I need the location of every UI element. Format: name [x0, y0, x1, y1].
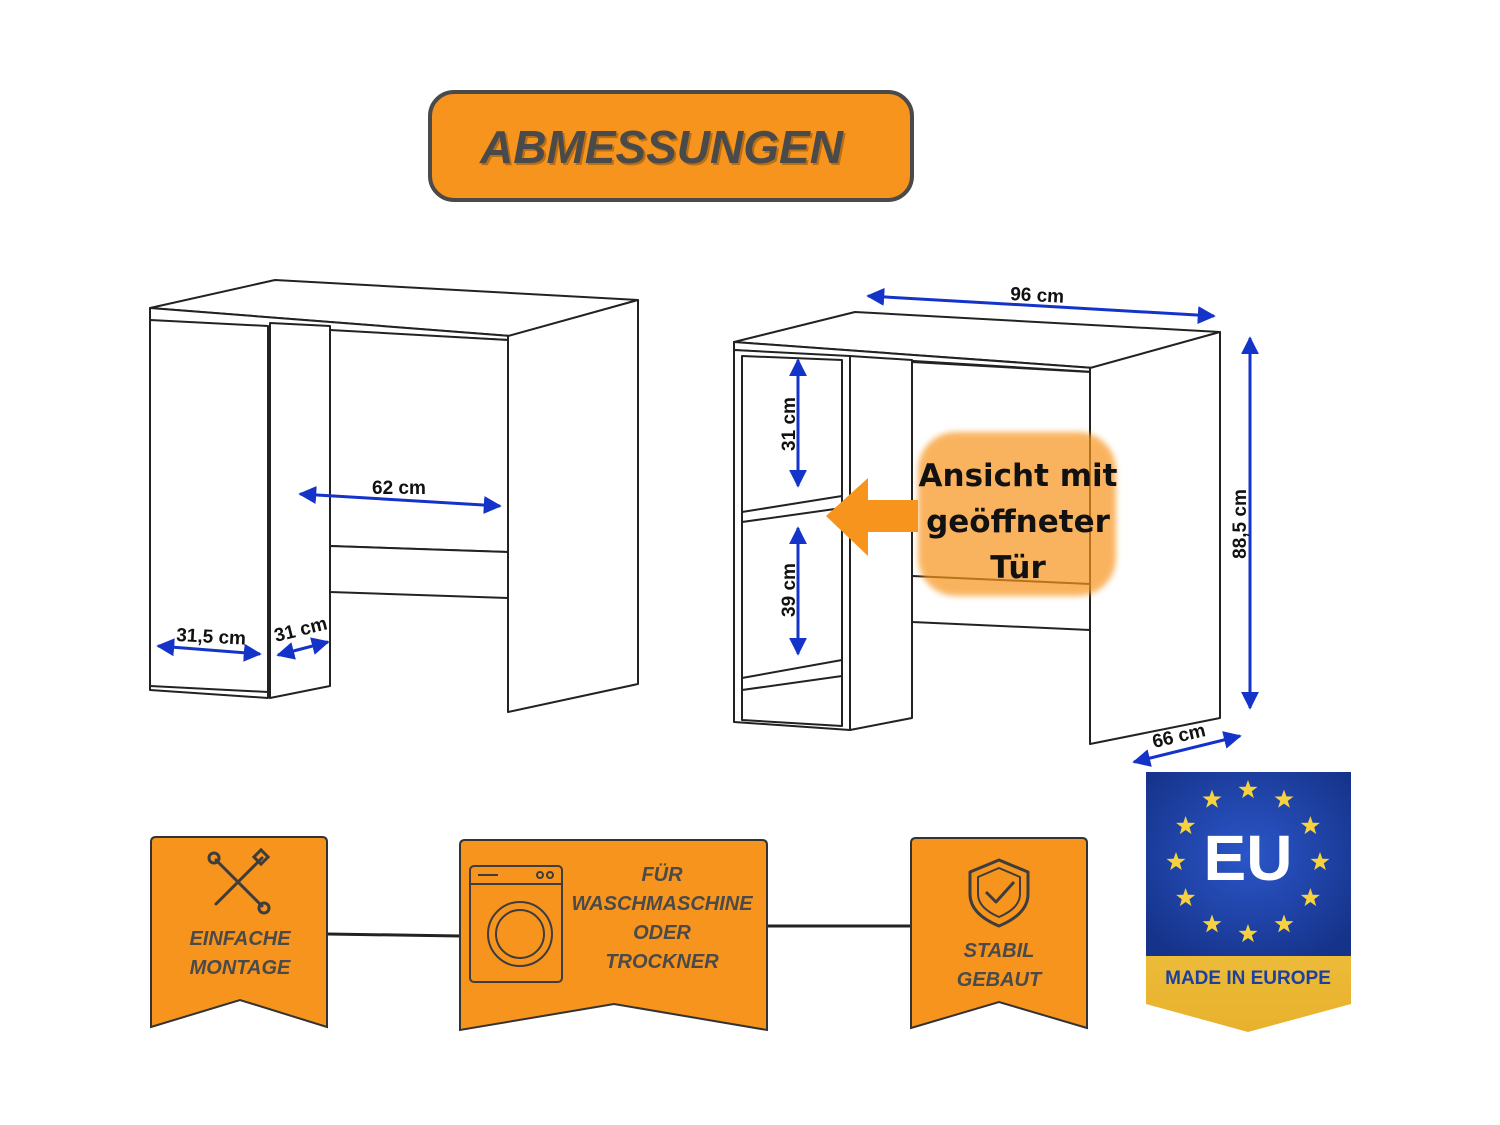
eu-star-icon [1274, 789, 1294, 808]
callout-line-3: Tür [990, 550, 1046, 586]
feature-connectors [327, 924, 910, 938]
open-door-callout: Ansicht mit geöffneter Tür [826, 432, 1118, 596]
dim-label-cabinet-width: 31,5 cm [176, 625, 247, 650]
dim-label-height: 88,5 cm [1230, 489, 1251, 559]
shield-check-icon [968, 858, 1030, 928]
desk-closed-view [149, 279, 639, 713]
page-title: ABMESSUNGEN [480, 121, 843, 173]
callout-bubble [918, 432, 1116, 596]
dim-arrow-depth [1132, 731, 1242, 767]
desk-back-rail [329, 545, 509, 599]
feature-1-line-2: MONTAGE [190, 957, 291, 979]
dim-arrow-side-depth [276, 637, 330, 660]
callout-line-2: geöffneter [926, 504, 1111, 540]
tools-icon [207, 847, 271, 915]
feature-washing-machine: FÜR WASCHMASCHINE ODER TROCKNER [459, 839, 768, 1032]
feature-stable-build: STABIL GEBAUT [910, 837, 1088, 1030]
dim-label-lower-shelf: 39 cm [779, 563, 800, 617]
feature-2-line-4: TROCKNER [605, 951, 719, 973]
eu-star-icon [1176, 816, 1196, 835]
feature-1-line-1: EINFACHE [189, 928, 291, 950]
eu-star-icon [1176, 888, 1196, 907]
eu-star-icon [1238, 924, 1258, 943]
cabinet-side [849, 355, 913, 731]
feature-2-line-2: WASCHMASCHINE [571, 893, 753, 915]
dim-arrow-total-width [866, 287, 1216, 325]
callout-arrow-icon [826, 478, 918, 556]
eu-star-icon [1300, 816, 1320, 835]
dim-label-upper-shelf: 31 cm [779, 397, 800, 451]
right-dimensions: 96 cm 31 cm 39 cm 88,5 cm 66 cm [779, 284, 1259, 767]
eu-star-icon [1202, 914, 1222, 933]
eu-star-icon [1238, 780, 1258, 799]
desk-back-panel [329, 329, 509, 553]
feature-3-line-1: STABIL [964, 940, 1035, 962]
desk-plinth-line [149, 685, 269, 693]
dim-arrow-inner-width [298, 485, 502, 515]
washing-machine-icon [469, 865, 563, 983]
eu-star-icon [1274, 914, 1294, 933]
eu-star-icon [1202, 789, 1222, 808]
dim-label-total-width: 96 cm [1010, 284, 1065, 308]
eu-star-icon [1166, 852, 1186, 871]
dim-arrow-cabinet-width [156, 638, 262, 662]
desk-cabinet-door [149, 319, 269, 699]
callout-line-1: Ansicht mit [919, 458, 1118, 494]
eu-stars-icon [1166, 780, 1330, 943]
feature-easy-assembly: EINFACHE MONTAGE [150, 836, 328, 1029]
eu-label: EU [1204, 822, 1293, 894]
eu-star-icon [1300, 888, 1320, 907]
eu-star-icon [1310, 852, 1330, 871]
cabinet-bottom-shelf [741, 659, 843, 691]
title-banner: ABMESSUNGEN [428, 90, 914, 202]
feature-2-line-1: FÜR [641, 863, 683, 886]
dim-label-inner-width: 62 cm [372, 478, 426, 499]
desk-right-panel [507, 299, 639, 713]
feature-2-line-3: ODER [633, 922, 691, 944]
feature-3-line-2: GEBAUT [957, 969, 1043, 991]
eu-badge: EU MADE IN EUROPE [1146, 772, 1351, 1032]
eu-caption: MADE IN EUROPE [1165, 968, 1331, 989]
